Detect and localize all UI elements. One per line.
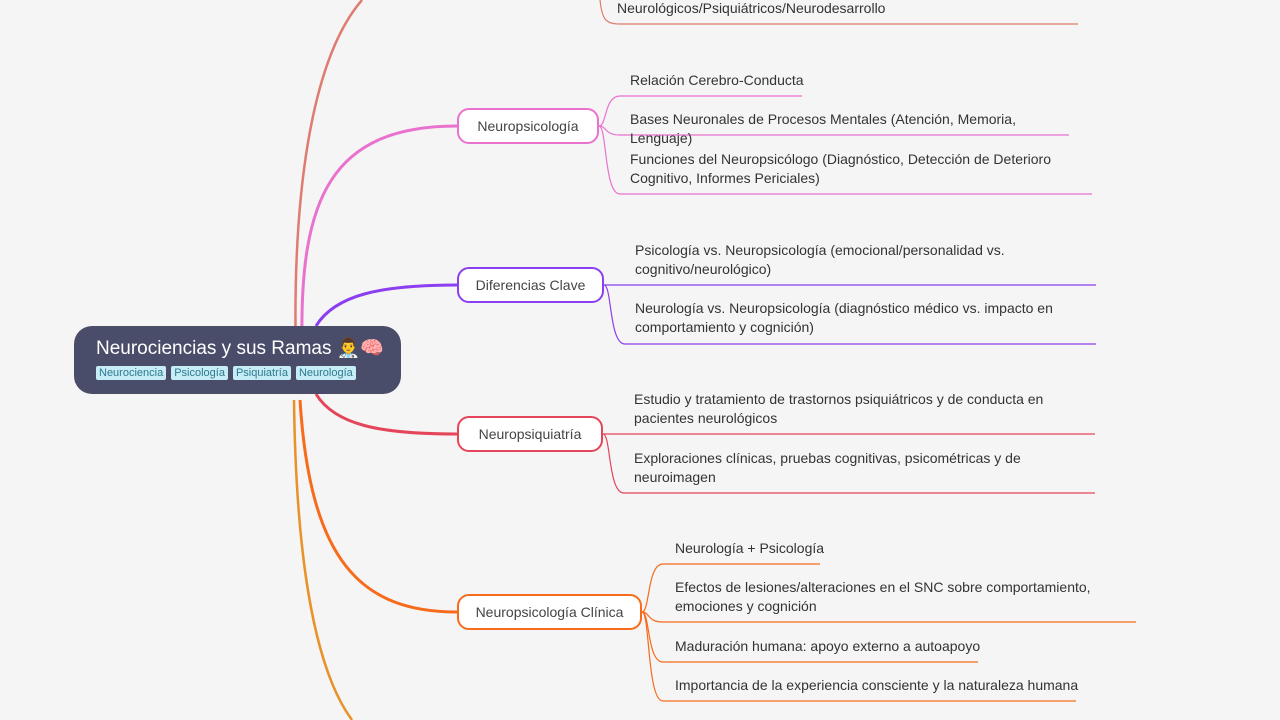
branch-diferencias-clave[interactable]: Diferencias Clave	[457, 267, 604, 303]
leaf-item[interactable]: Neurología + Psicología	[675, 540, 825, 556]
leaf-line	[641, 563, 820, 613]
tag-psiquiatria[interactable]: Psiquiatría	[232, 366, 291, 380]
branch-line	[300, 124, 458, 341]
leaf-item[interactable]: Relación Cerebro-Conducta	[630, 72, 804, 88]
tag-neurologia[interactable]: Neurología	[295, 366, 356, 380]
leaf-item[interactable]: Exploraciones clínicas, pruebas cognitiv…	[634, 450, 1021, 485]
leaf-line	[598, 125, 1092, 195]
branch-line	[314, 393, 458, 436]
leaf-item[interactable]: Maduración humana: apoyo externo a autoa…	[675, 638, 981, 654]
leaf-item[interactable]: Neurología vs. Neuropsicología (diagnóst…	[635, 300, 1053, 335]
leaf-line	[603, 284, 1096, 345]
leaf-item[interactable]: Psicología vs. Neuropsicología (emociona…	[635, 242, 1005, 277]
leaf-item[interactable]: Estudio y tratamiento de trastornos psiq…	[634, 391, 1044, 426]
leaf-line	[641, 611, 1136, 623]
leaf-line	[598, 125, 1069, 136]
leaf-line	[602, 433, 1095, 494]
leaf-item[interactable]: Importancia de la experiencia consciente…	[675, 677, 1079, 693]
branch-neuropsicologia[interactable]: Neuropsicología	[457, 108, 599, 144]
leaf-line	[599, 0, 1078, 25]
leaf-item[interactable]: Bases Neuronales de Procesos Mentales (A…	[630, 111, 1016, 146]
leaf-item[interactable]: Efectos de lesiones/alteraciones en el S…	[675, 579, 1091, 614]
branch-line	[298, 399, 458, 614]
branch-neuropsiquiatria[interactable]: Neuropsiquiatría	[457, 416, 603, 452]
root-topic[interactable]: Neurociencias y sus Ramas 👨‍⚕️🧠 Neurocie…	[74, 326, 401, 394]
branch-line	[294, 0, 363, 361]
branch-neuropsicologia-clinica[interactable]: Neuropsicología Clínica	[457, 594, 642, 630]
branch-line	[292, 399, 354, 720]
leaf-top[interactable]: Neurológicos/Psiquiátricos/Neurodesarrol…	[617, 0, 886, 16]
root-title: Neurociencias y sus Ramas 👨‍⚕️🧠	[96, 338, 385, 359]
branch-line	[314, 283, 458, 327]
leaf-line	[641, 611, 1076, 702]
tag-neurociencia[interactable]: Neurociencia	[96, 366, 167, 380]
leaf-line	[598, 95, 802, 127]
leaf-item[interactable]: Funciones del Neuropsicólogo (Diagnóstic…	[630, 151, 1052, 186]
tag-psicologia[interactable]: Psicología	[171, 366, 228, 380]
